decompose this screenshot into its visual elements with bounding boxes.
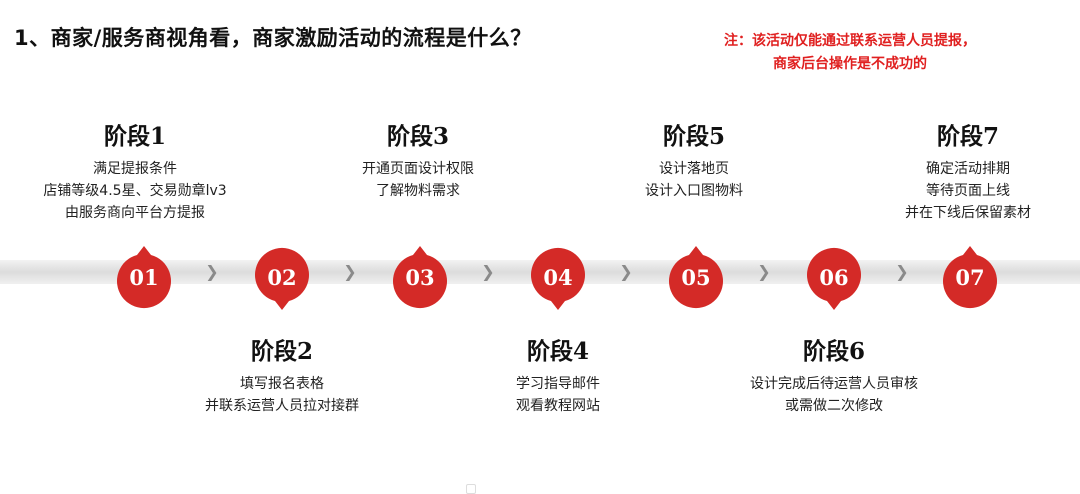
node-number: 06	[819, 265, 849, 290]
stage-title: 阶段2	[250, 338, 313, 365]
chevron-right-icon: ❯	[481, 262, 495, 281]
node-marker-up-icon	[669, 246, 723, 309]
stage-7: 阶段7 确定活动排期 等待页面上线 并在下线后保留素材	[848, 122, 1080, 224]
stage-title: 阶段6	[802, 338, 865, 365]
node-07: 07	[937, 245, 1003, 311]
node-03: 03	[387, 245, 453, 311]
node-number: 05	[681, 265, 711, 290]
stage-1: 阶段1 满足提报条件 店铺等级4.5星、交易勋章lv3 由服务商向平台方提报	[20, 122, 250, 224]
stage-line: 开通页面设计权限	[362, 161, 474, 177]
chevron-right-icon: ❯	[343, 262, 357, 281]
node-marker-up-icon	[943, 246, 997, 309]
stage-line: 并联系运营人员拉对接群	[205, 398, 359, 414]
node-06: 06	[801, 245, 867, 311]
stage-title: 阶段5	[662, 123, 725, 150]
node-number: 01	[129, 265, 159, 290]
stage-line: 等待页面上线	[926, 183, 1010, 199]
page-title: 1、商家/服务商视角看，商家激励活动的流程是什么？	[14, 26, 532, 50]
node-04: 04	[525, 245, 591, 311]
stage-line: 满足提报条件	[93, 161, 177, 177]
node-05: 05	[663, 245, 729, 311]
stage-line: 设计入口图物料	[645, 183, 743, 199]
stage-line: 学习指导邮件	[516, 376, 600, 392]
stage-line: 设计落地页	[659, 161, 729, 177]
stage-line: 设计完成后待运营人员审核	[750, 376, 918, 392]
node-marker-up-icon	[393, 246, 447, 309]
chevron-right-icon: ❯	[205, 262, 219, 281]
stage-line: 店铺等级4.5星、交易勋章lv3	[43, 183, 227, 199]
node-marker-down-icon	[807, 247, 861, 310]
stage-line: 并在下线后保留素材	[905, 205, 1031, 221]
chevron-right-icon: ❯	[757, 262, 771, 281]
stage-line: 由服务商向平台方提报	[65, 205, 205, 221]
node-number: 03	[405, 265, 435, 290]
node-number: 04	[543, 265, 573, 290]
stage-line: 确定活动排期	[926, 161, 1010, 177]
chevron-right-icon: ❯	[619, 262, 633, 281]
node-02: 02	[249, 245, 315, 311]
stage-title: 阶段7	[936, 123, 999, 150]
stage-line: 观看教程网站	[516, 398, 600, 414]
stage-title: 阶段1	[103, 123, 166, 150]
note-line-2: 商家后台操作是不成功的	[773, 56, 927, 72]
note-line-1: 注：该活动仅能通过联系运营人员提报，	[724, 33, 976, 49]
node-01: 01	[111, 245, 177, 311]
node-marker-down-icon	[531, 247, 585, 310]
stage-6: 阶段6 设计完成后待运营人员审核 或需做二次修改	[714, 337, 954, 417]
node-marker-up-icon	[117, 246, 171, 309]
stage-title: 阶段4	[526, 338, 589, 365]
stage-line: 填写报名表格	[240, 376, 324, 392]
page-indicator	[466, 484, 476, 494]
stage-line: 或需做二次修改	[785, 398, 883, 414]
stage-2: 阶段2 填写报名表格 并联系运营人员拉对接群	[162, 337, 402, 417]
stage-line: 了解物料需求	[376, 183, 460, 199]
node-number: 02	[267, 265, 297, 290]
chevron-right-icon: ❯	[895, 262, 909, 281]
stage-title: 阶段3	[386, 123, 449, 150]
warning-note: 注：该活动仅能通过联系运营人员提报， 商家后台操作是不成功的	[655, 30, 1045, 76]
stage-3: 阶段3 开通页面设计权限 了解物料需求	[298, 122, 538, 202]
node-number: 07	[955, 265, 985, 290]
stage-5: 阶段5 设计落地页 设计入口图物料	[574, 122, 814, 202]
stage-4: 阶段4 学习指导邮件 观看教程网站	[438, 337, 678, 417]
node-marker-down-icon	[255, 247, 309, 310]
